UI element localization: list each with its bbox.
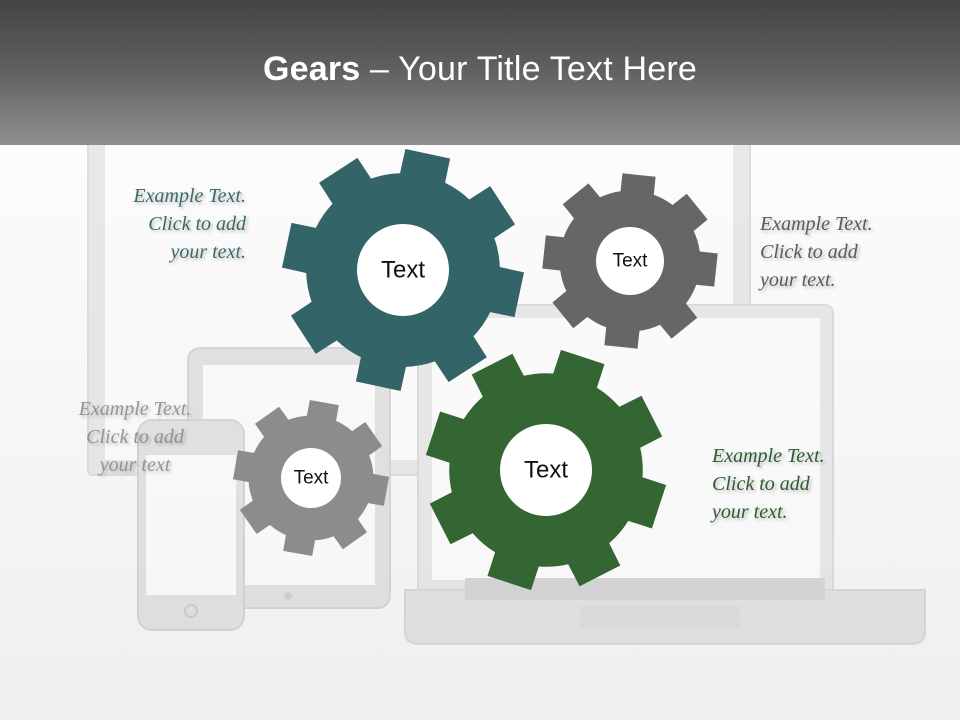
gear-green-label[interactable]: Text [524, 457, 568, 484]
title-bar: Gears – Your Title Text Here [0, 0, 960, 145]
caption-line: Example Text. [712, 445, 825, 467]
gear-dark-gray[interactable]: Text [542, 173, 718, 349]
gear-light-gray[interactable]: Text [233, 400, 389, 556]
gear-teal-hub [357, 224, 449, 316]
caption-bottom-right[interactable]: Example Text. Click to add your text. [712, 442, 902, 526]
phone-illustration [137, 419, 245, 631]
caption-line: your text [99, 454, 171, 476]
gear-green[interactable]: Text [425, 349, 667, 591]
caption-line: Click to add [760, 241, 858, 263]
gear-teal-label[interactable]: Text [381, 257, 425, 284]
caption-line: your text. [170, 241, 246, 263]
gear-dark-gray-hub [596, 227, 664, 295]
gear-light-gray-hub [281, 448, 341, 508]
caption-top-left[interactable]: Example Text. Click to add your text. [60, 182, 246, 266]
caption-line: Example Text. [78, 398, 192, 420]
caption-line: your text. [712, 501, 788, 523]
slide-title[interactable]: Gears – Your Title Text Here [0, 50, 960, 89]
caption-line: Click to add [86, 426, 184, 448]
caption-line: Click to add [712, 473, 810, 495]
caption-line: your text. [760, 269, 836, 291]
title-bold: Gears [262, 50, 361, 88]
caption-line: Example Text. [760, 213, 873, 235]
caption-line: Click to add [148, 213, 246, 235]
title-rest: – Your Title Text Here [360, 50, 698, 88]
caption-line: Example Text. [133, 185, 246, 207]
gear-teal[interactable]: Text [282, 149, 524, 391]
caption-middle-left[interactable]: Example Text. Click to add your text [40, 395, 230, 479]
gear-dark-gray-label[interactable]: Text [613, 251, 649, 272]
gear-light-gray-label[interactable]: Text [294, 468, 330, 489]
gear-green-hub [500, 424, 592, 516]
caption-top-right[interactable]: Example Text. Click to add your text. [760, 210, 940, 294]
